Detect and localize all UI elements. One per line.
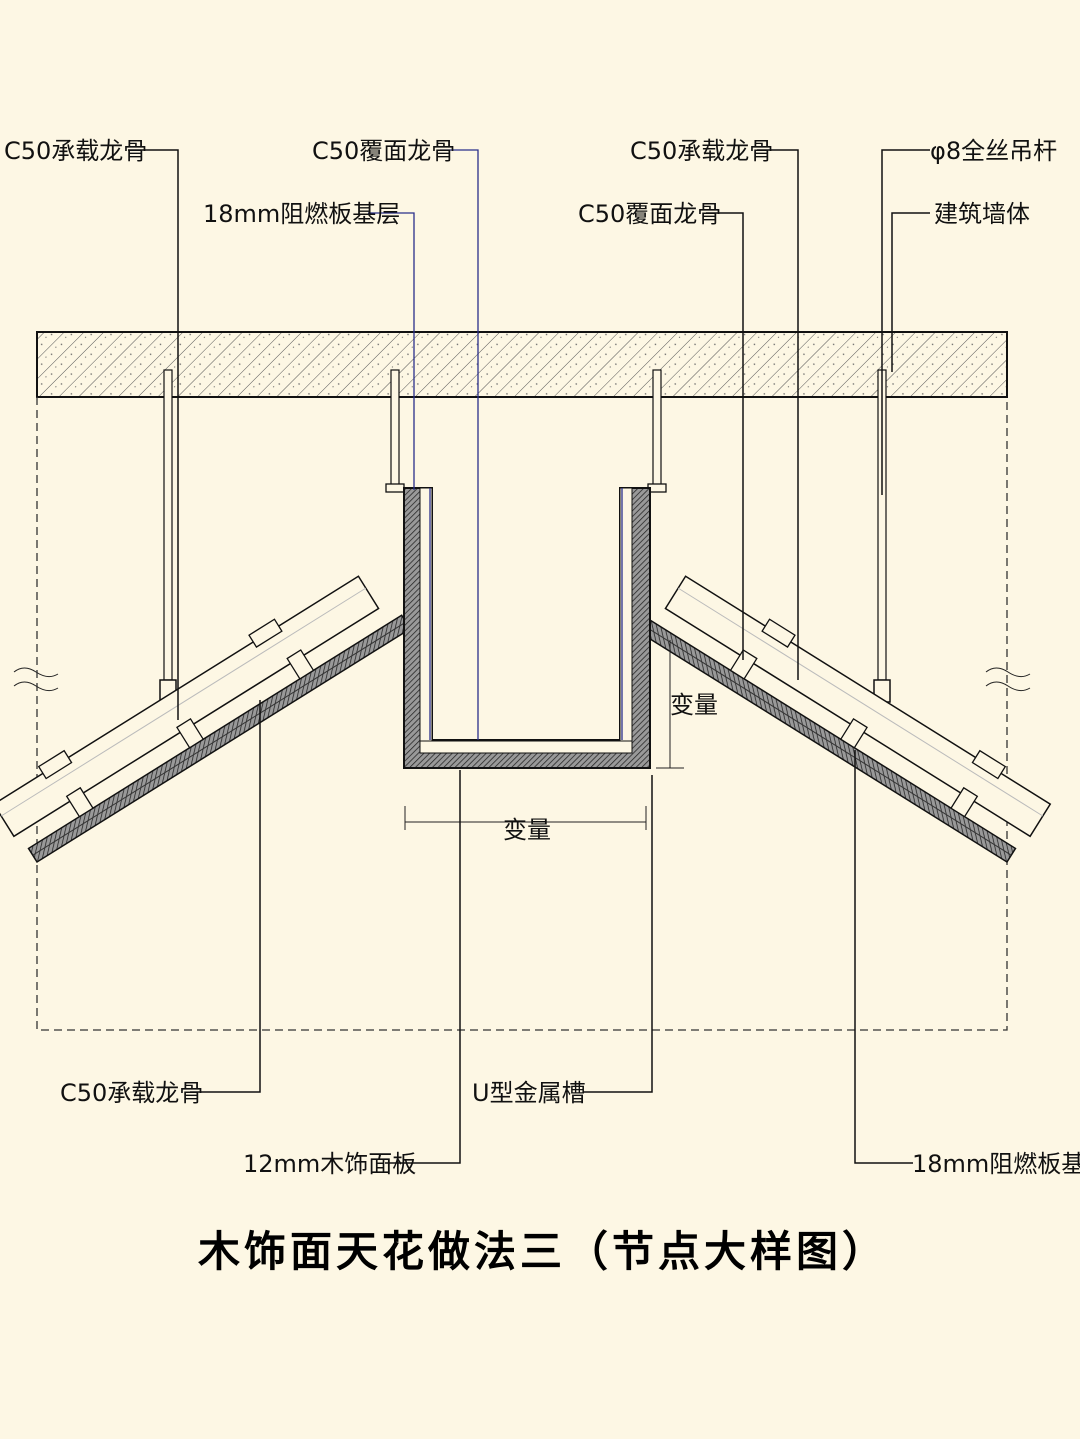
label-rod: φ8全丝吊杆 xyxy=(930,137,1057,165)
label-c50-carrier-top-right: C50承载龙骨 xyxy=(630,137,773,165)
dim-horizontal-label: 变量 xyxy=(503,816,551,844)
label-c50-carrier-top-left: C50承载龙骨 xyxy=(4,137,147,165)
u-channel xyxy=(403,487,651,769)
label-12mm-wood-panel: 12mm木饰面板 xyxy=(243,1150,416,1178)
label-building-wall: 建筑墙体 xyxy=(934,200,1030,228)
dim-vertical-label: 变量 xyxy=(670,691,718,719)
label-18mm-board-top: 18mm阻燃板基层 xyxy=(203,200,400,228)
hanger-rods xyxy=(159,369,891,703)
boundary-dashed xyxy=(36,397,1008,1031)
break-symbol-left xyxy=(13,667,59,692)
label-c50-carrier-bottom: C50承载龙骨 xyxy=(60,1079,203,1107)
diagram-title: 木饰面天花做法三（节点大样图） xyxy=(198,1227,888,1276)
dimension-lines xyxy=(404,640,684,830)
left-slope-panel xyxy=(0,560,411,866)
break-symbol-right xyxy=(985,667,1031,692)
concrete-slab xyxy=(36,331,1008,398)
label-c50-cover-keel-right: C50覆面龙骨 xyxy=(578,200,721,228)
label-18mm-board-bottom: 18mm阻燃板基层 xyxy=(912,1150,1080,1178)
label-c50-cover-keel-top: C50覆面龙骨 xyxy=(312,137,455,165)
leader-lines xyxy=(128,149,930,1164)
label-u-channel: U型金属槽 xyxy=(472,1079,586,1107)
